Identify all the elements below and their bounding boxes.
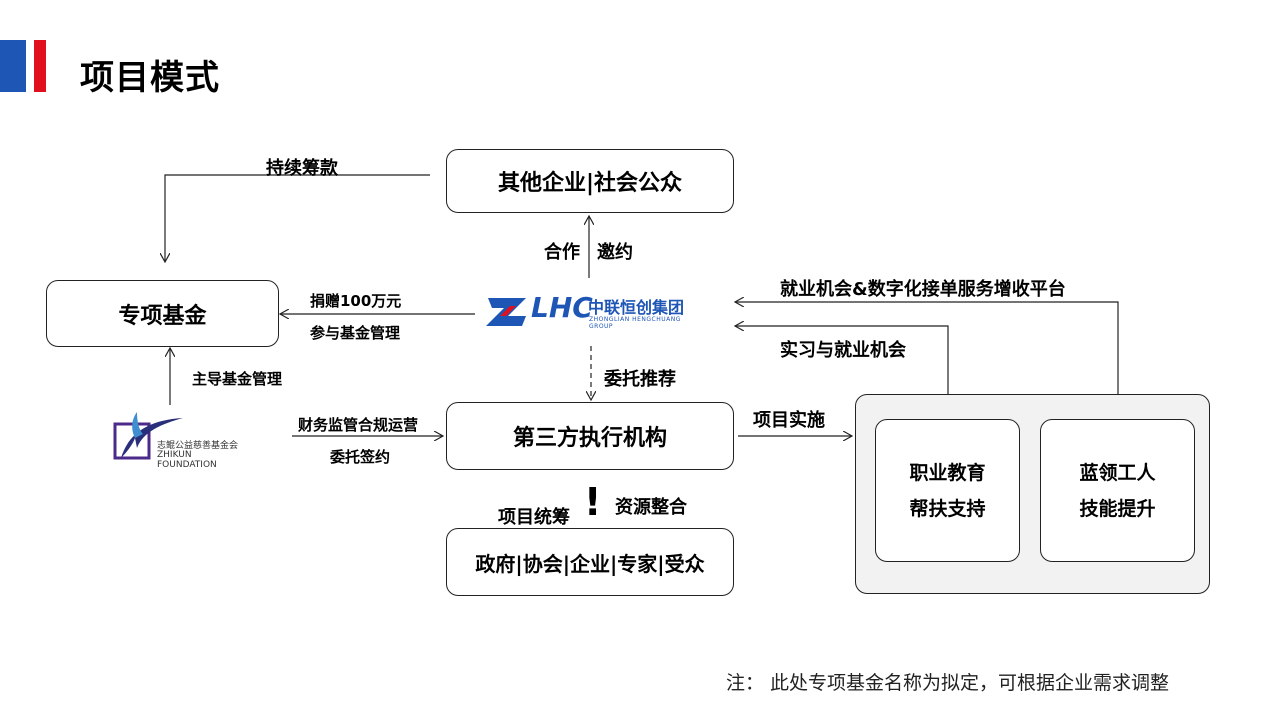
lhc-z-mark-icon xyxy=(486,298,526,326)
header-accent-red xyxy=(34,40,46,92)
node-other-companies-public: 其他企业|社会公众 xyxy=(446,149,734,213)
label-lead-manage: 主导基金管理 xyxy=(192,370,283,388)
bluecollar-line1: 蓝领工人 xyxy=(1079,461,1156,484)
label-entrust-recommend: 委托推荐 xyxy=(604,369,676,390)
header-accent-blue xyxy=(0,40,26,92)
footnote: 注： 此处专项基金名称为拟定，可根据企业需求调整 xyxy=(726,672,1170,694)
label-cooperate: 合作 xyxy=(544,242,580,263)
lhc-english-name: ZHONGLIAN HENGCHUANG GROUP xyxy=(589,316,681,330)
lhc-group-logo: LHC 中联恒创集团 ZHONGLIAN HENGCHUANG GROUP xyxy=(486,291,696,330)
label-resource: 资源整合 xyxy=(615,497,687,518)
zhikun-foundation-logo: 志鲲公益慈善基金会 ZHIKUN FOUNDATION xyxy=(113,408,253,470)
label-internship: 实习与就业机会 xyxy=(780,340,906,361)
vocational-line1: 职业教育 xyxy=(909,461,986,484)
exclamation-mark: ! xyxy=(584,480,602,524)
arrow-internship xyxy=(735,326,949,420)
node-bluecollar-workers: 蓝领工人 技能提升 xyxy=(1040,419,1195,562)
label-invite: 邀约 xyxy=(597,242,633,263)
label-fund-manage: 参与基金管理 xyxy=(310,324,401,342)
label-entrust-sign: 委托签约 xyxy=(330,448,391,466)
label-implement: 项目实施 xyxy=(753,410,825,431)
node-special-fund: 专项基金 xyxy=(46,280,279,347)
node-vocational-education: 职业教育 帮扶支持 xyxy=(875,419,1020,562)
lhc-chinese-name: 中联恒创集团 xyxy=(588,298,685,317)
arrow-fundraising xyxy=(165,174,430,262)
vocational-line2: 帮扶支持 xyxy=(909,497,986,520)
page-title: 项目模式 xyxy=(80,58,220,98)
label-fundraising: 持续筹款 xyxy=(266,158,338,179)
zhikun-english-name: ZHIKUN FOUNDATION xyxy=(157,450,217,470)
node-stakeholders: 政府|协会|企业|专家|受众 xyxy=(446,528,734,596)
label-donate: 捐赠100万元 xyxy=(310,292,402,310)
node-third-party-executor: 第三方执行机构 xyxy=(446,402,734,470)
label-finance: 财务监管合规运营 xyxy=(298,416,419,434)
lhc-wordmark: LHC xyxy=(531,291,593,324)
label-coordinate: 项目统筹 xyxy=(498,507,570,528)
arrow-platform xyxy=(735,302,1119,420)
zhikun-chinese-name: 志鲲公益慈善基金会 xyxy=(157,441,239,451)
bluecollar-line2: 技能提升 xyxy=(1079,497,1156,520)
whale-logo-icon xyxy=(113,412,183,460)
label-platform: 就业机会&数字化接单服务增收平台 xyxy=(780,279,1066,300)
